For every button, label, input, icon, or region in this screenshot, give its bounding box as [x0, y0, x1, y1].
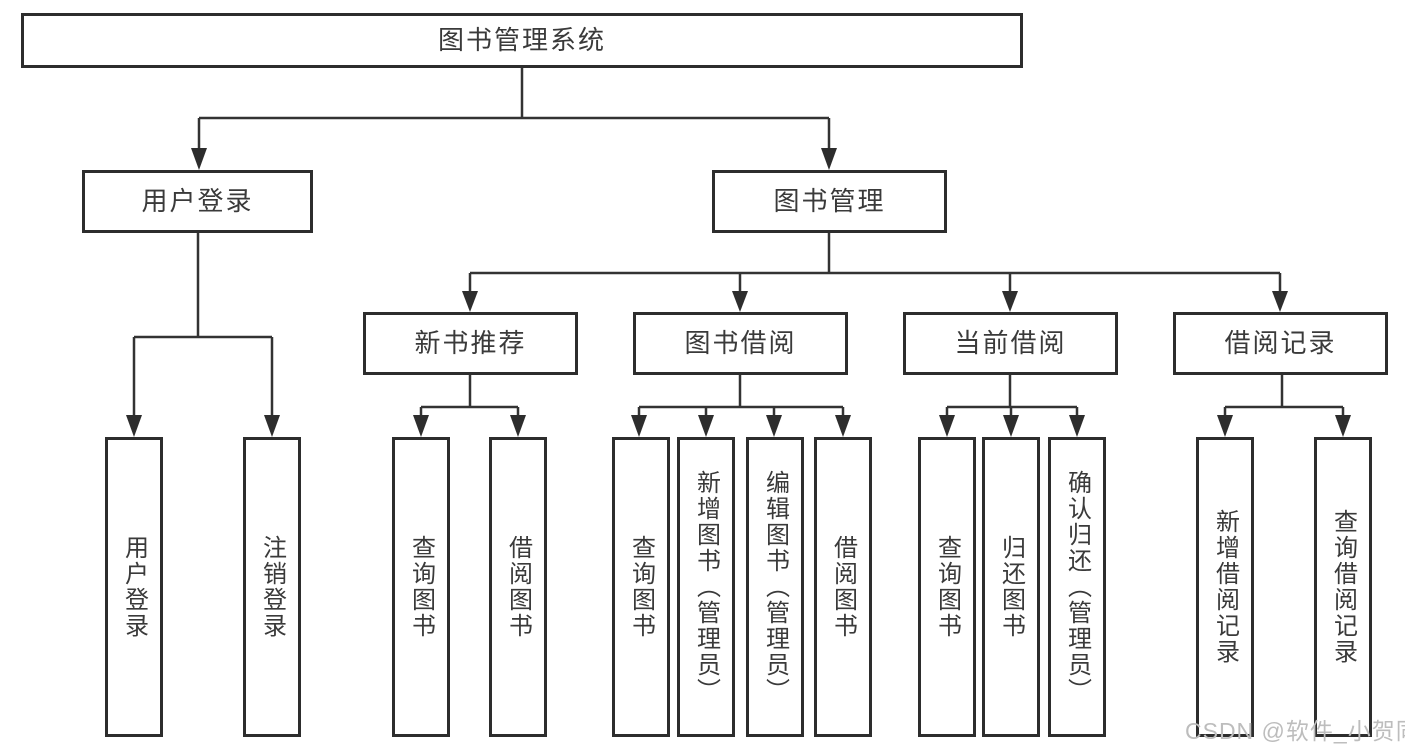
leaf-query-books-recommend: 查询图书 — [392, 437, 450, 737]
node-label: 借阅图书 — [829, 535, 857, 639]
node-label: 新增借阅记录 — [1211, 509, 1239, 665]
node-label: 新增图书（管理员） — [692, 470, 720, 704]
csdn-watermark: CSDN @软件_小贺同学 — [1185, 718, 1405, 744]
node-label: 借阅图书 — [504, 535, 532, 639]
node-book-management: 图书管理 — [712, 170, 947, 233]
leaf-edit-book-admin: 编辑图书（管理员） — [746, 437, 804, 737]
node-label: 图书管理 — [773, 185, 886, 216]
node-current-borrowing: 当前借阅 — [903, 312, 1118, 375]
leaf-borrow-books: 借阅图书 — [814, 437, 872, 737]
node-label: 编辑图书（管理员） — [761, 470, 789, 704]
leaf-add-book-admin: 新增图书（管理员） — [677, 437, 735, 737]
node-book-borrowing: 图书借阅 — [633, 312, 848, 375]
node-label: 当前借阅 — [954, 327, 1067, 358]
node-label: 查询借阅记录 — [1329, 509, 1357, 665]
leaf-query-books-current: 查询图书 — [918, 437, 976, 737]
leaf-user-login: 用户登录 — [105, 437, 163, 737]
node-label: 新书推荐 — [414, 327, 527, 358]
leaf-query-borrow-record: 查询借阅记录 — [1314, 437, 1372, 737]
node-label: 用户登录 — [120, 535, 148, 639]
node-label: 图书管理系统 — [437, 24, 606, 55]
leaf-return-books: 归还图书 — [982, 437, 1040, 737]
node-label: 归还图书 — [997, 535, 1025, 639]
node-label: 查询图书 — [627, 535, 655, 639]
node-borrowing-records: 借阅记录 — [1173, 312, 1388, 375]
node-label: 查询图书 — [933, 535, 961, 639]
arrowheads — [126, 148, 1351, 437]
leaf-logout: 注销登录 — [243, 437, 301, 737]
node-label: 确认归还（管理员） — [1063, 470, 1091, 704]
node-user-login: 用户登录 — [82, 170, 313, 233]
node-new-book-recommendation: 新书推荐 — [363, 312, 578, 375]
node-label: 借阅记录 — [1224, 327, 1337, 358]
node-label: 注销登录 — [258, 535, 286, 639]
node-library-management-system: 图书管理系统 — [21, 13, 1023, 68]
node-label: 查询图书 — [407, 535, 435, 639]
node-label: 用户登录 — [141, 185, 254, 216]
leaf-confirm-return-admin: 确认归还（管理员） — [1048, 437, 1106, 737]
leaf-query-books-borrowing: 查询图书 — [612, 437, 670, 737]
leaf-borrow-books-recommend: 借阅图书 — [489, 437, 547, 737]
node-label: 图书借阅 — [684, 327, 797, 358]
leaf-add-borrow-record: 新增借阅记录 — [1196, 437, 1254, 737]
